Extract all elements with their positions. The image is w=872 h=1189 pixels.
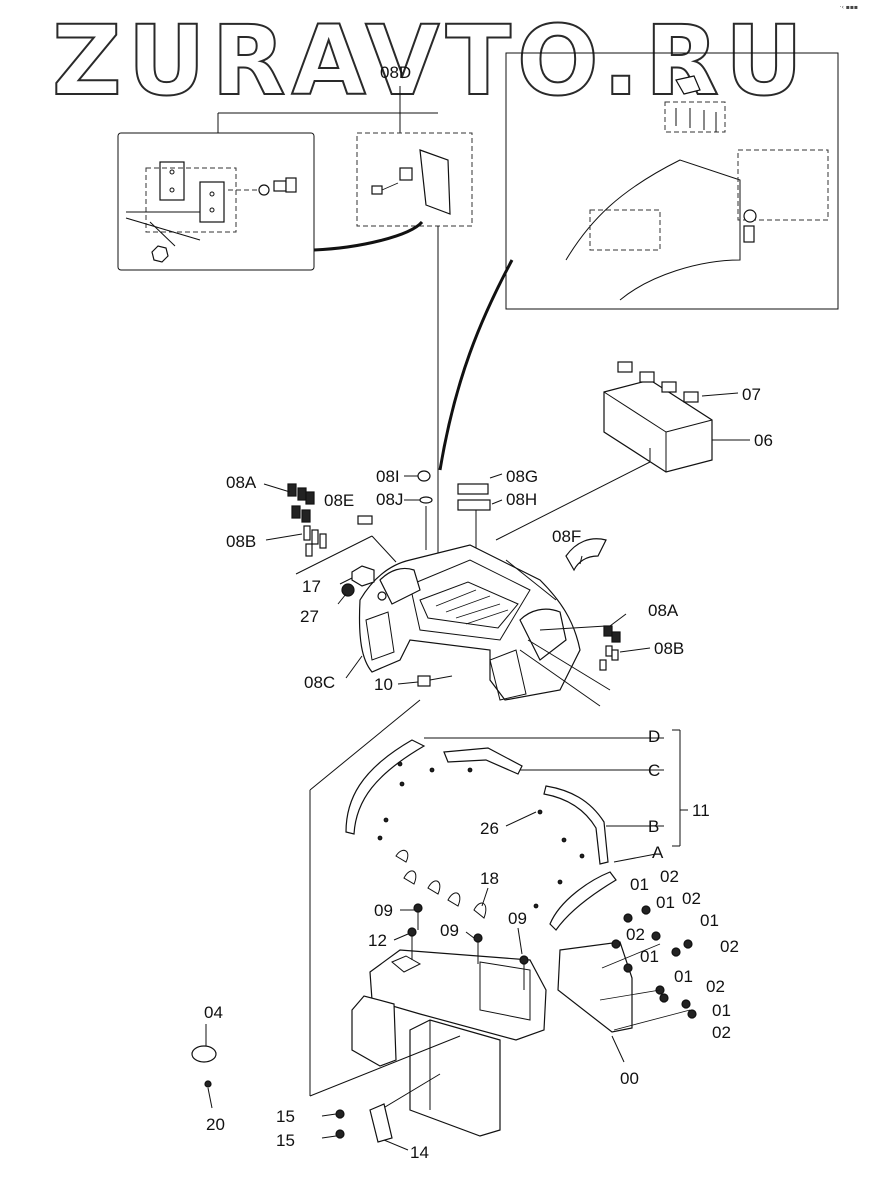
part-labels: 08D 07 06 08I 08G 08A 08E 08J 08H 08B 08…	[204, 63, 773, 1162]
label-15b: 15	[276, 1131, 295, 1150]
label-17: 17	[302, 577, 321, 596]
part-06-panel	[495, 361, 750, 541]
leader-lines	[263, 473, 651, 955]
label-08b-top: 08B	[226, 532, 256, 551]
label-08a-top: 08A	[226, 473, 257, 492]
cover-plate-00	[557, 905, 697, 1063]
small-parts-right	[599, 625, 621, 671]
label-01c: 01	[700, 911, 719, 930]
label-08e: 08E	[324, 491, 354, 510]
label-15a: 15	[276, 1107, 295, 1126]
label-08i: 08I	[376, 467, 400, 486]
label-02e: 02	[706, 977, 725, 996]
detail-box-right	[438, 52, 839, 471]
label-b: B	[648, 817, 659, 836]
label-26: 26	[480, 819, 499, 838]
label-14: 14	[410, 1143, 429, 1162]
label-18: 18	[480, 869, 499, 888]
label-02b: 02	[682, 889, 701, 908]
label-09a: 09	[374, 901, 393, 920]
label-04: 04	[204, 1003, 223, 1022]
label-27: 27	[300, 607, 319, 626]
label-01f: 01	[712, 1001, 731, 1020]
trim-strips	[309, 699, 688, 1096]
label-d: D	[648, 727, 660, 746]
label-02d: 02	[720, 937, 739, 956]
label-01b: 01	[656, 893, 675, 912]
label-01d: 01	[640, 947, 659, 966]
label-08j: 08J	[376, 490, 403, 509]
label-08c: 08C	[304, 673, 335, 692]
label-08g: 08G	[506, 467, 538, 486]
label-09b: 09	[440, 921, 459, 940]
watermark: ZURAVTO.RU	[51, 5, 809, 117]
label-08d: 08D	[380, 63, 411, 82]
label-02f: 02	[712, 1023, 731, 1042]
detail-box-left	[117, 132, 315, 271]
label-00: 00	[620, 1069, 639, 1088]
label-08b-right: 08B	[654, 639, 684, 658]
label-08h: 08H	[506, 490, 537, 509]
label-07: 07	[742, 385, 761, 404]
label-11: 11	[692, 801, 710, 820]
corner-tag: ·‹ ▪▪▪	[839, 4, 858, 11]
detail-box-08d	[217, 86, 473, 570]
label-02a: 02	[660, 867, 679, 886]
label-08a-right: 08A	[648, 601, 679, 620]
label-12: 12	[368, 931, 387, 950]
label-08f: 08F	[552, 527, 581, 546]
base-frame	[309, 903, 547, 1137]
label-09c: 09	[508, 909, 527, 928]
label-01a: 01	[630, 875, 649, 894]
label-10: 10	[374, 675, 393, 694]
label-01e: 01	[674, 967, 693, 986]
label-c: C	[648, 761, 660, 780]
label-a: A	[652, 843, 664, 862]
label-06: 06	[754, 431, 773, 450]
clips-and-screws	[377, 761, 585, 919]
loose-parts	[191, 1024, 409, 1151]
label-20: 20	[206, 1115, 225, 1134]
console-body	[341, 544, 611, 707]
label-02c: 02	[626, 925, 645, 944]
